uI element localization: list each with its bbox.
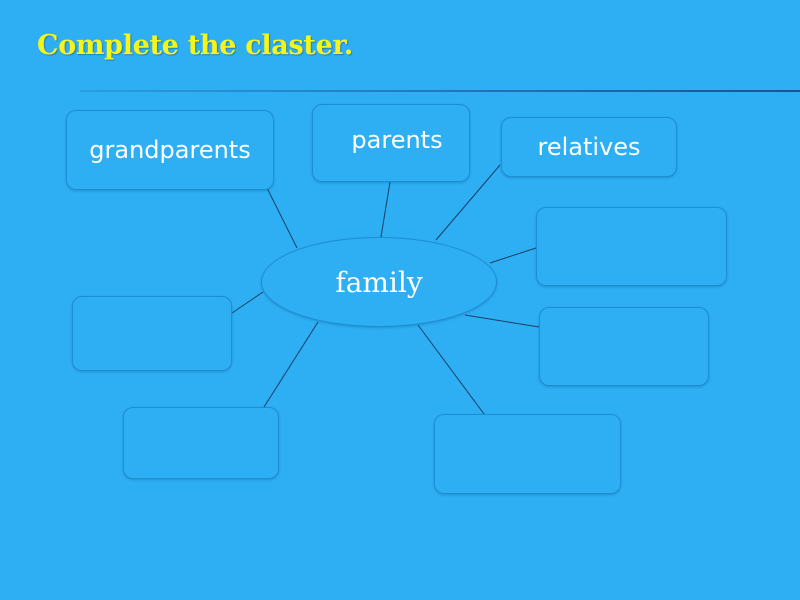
cluster-box-parents: parents <box>312 104 470 182</box>
connector-right1 <box>489 247 537 264</box>
connector-left1 <box>231 291 264 314</box>
connector-right2 <box>464 314 540 328</box>
cluster-box-empty-left-upper[interactable] <box>72 296 232 371</box>
cluster-box-relatives: relatives <box>501 117 677 177</box>
cluster-box-empty-right-lower[interactable] <box>539 307 709 386</box>
connector-relatives <box>435 164 501 241</box>
connector-bottom <box>417 324 485 415</box>
connector-grandparents <box>266 187 298 249</box>
slide-title: Complete the claster. <box>37 30 353 61</box>
cluster-box-grandparents: grandparents <box>66 110 274 190</box>
cluster-center-family: family <box>261 237 497 327</box>
cluster-box-empty-left-lower[interactable] <box>123 407 279 479</box>
cluster-box-empty-right-upper[interactable] <box>536 207 727 286</box>
title-divider <box>80 90 800 92</box>
cluster-center-label: family <box>335 265 423 299</box>
connector-left2 <box>263 321 319 408</box>
cluster-box-empty-bottom[interactable] <box>434 414 621 494</box>
connector-parents <box>380 181 391 238</box>
